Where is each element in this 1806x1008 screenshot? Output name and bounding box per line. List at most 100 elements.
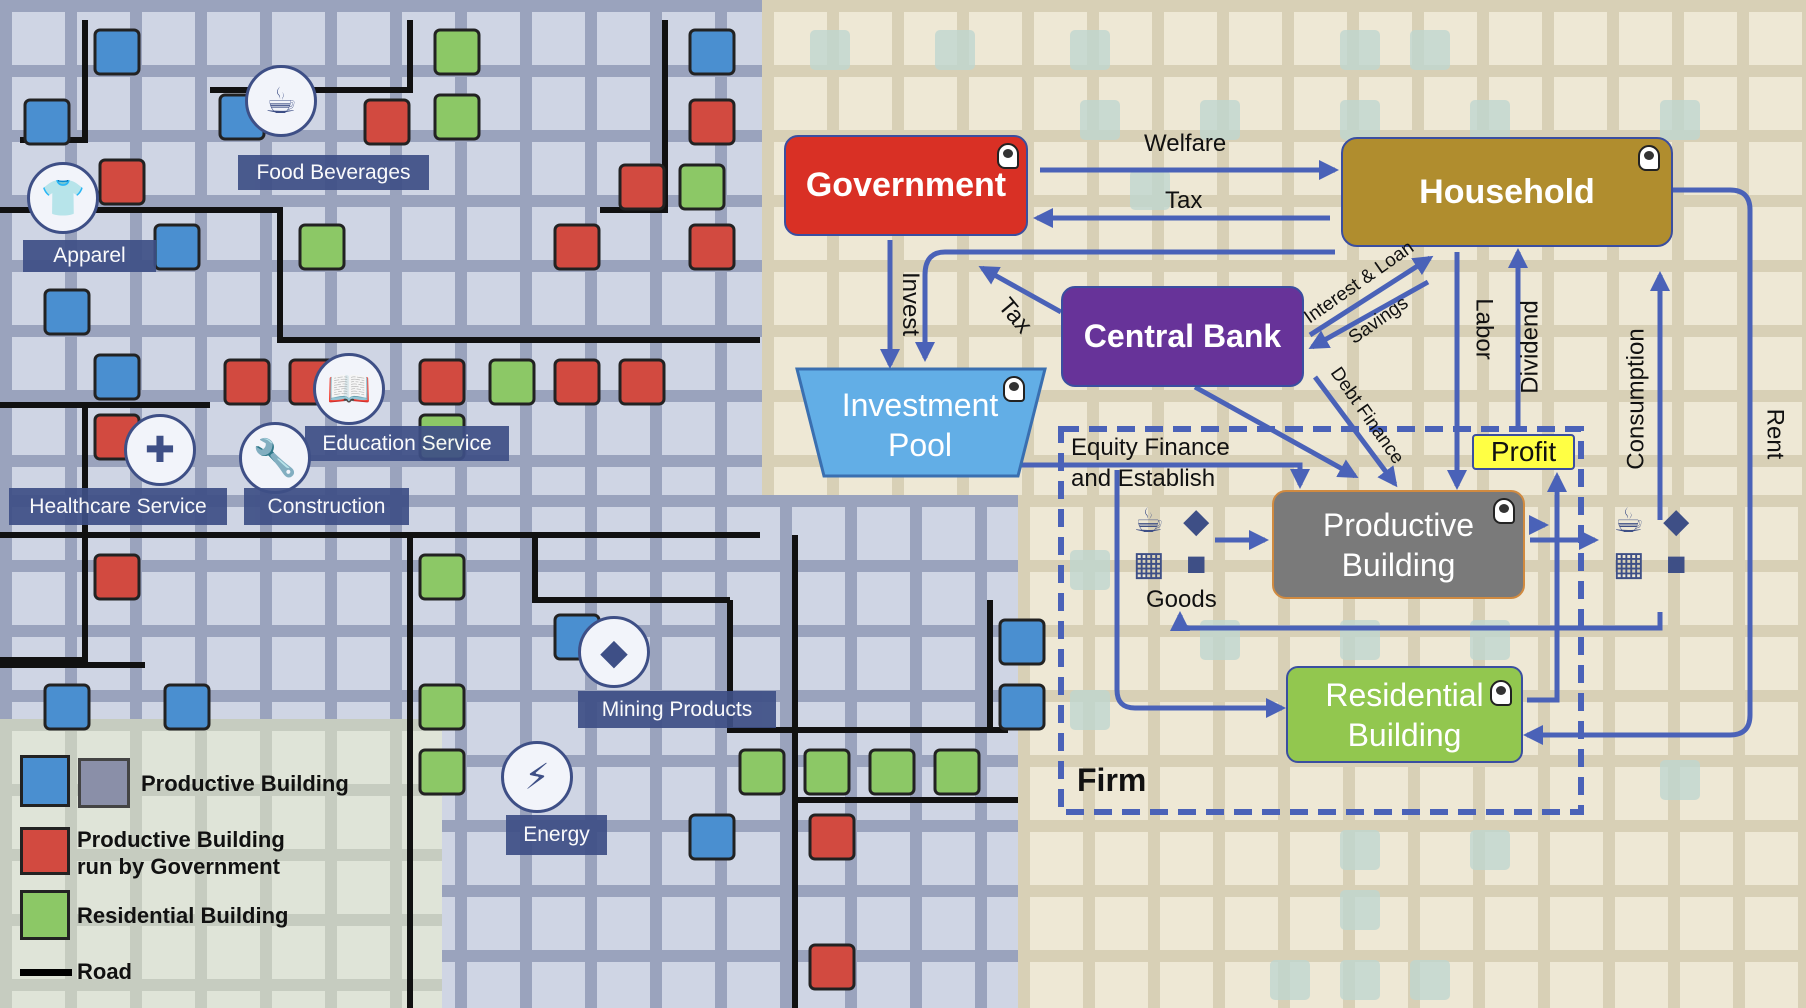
diamond-icon: ◆ bbox=[1183, 502, 1210, 540]
investment-pool-shape[interactable] bbox=[795, 367, 1047, 478]
goods-output-icons: ☕◆▦■ bbox=[1605, 500, 1700, 585]
apparel-label[interactable]: Apparel bbox=[23, 240, 156, 272]
firm-label: Firm bbox=[1077, 762, 1147, 798]
faded-building-icon bbox=[1070, 30, 1110, 70]
shirt-icon: ■ bbox=[1185, 544, 1207, 583]
legend-road-line bbox=[20, 969, 72, 976]
government-node[interactable]: Government bbox=[784, 135, 1028, 236]
food-icon: ☕ bbox=[1133, 502, 1164, 540]
building-icon bbox=[223, 358, 271, 406]
legend-residential-building: Residential Building bbox=[77, 903, 289, 928]
building-icon bbox=[803, 748, 851, 796]
legend-gov-line-1: Productive Building bbox=[77, 827, 285, 852]
building-icon bbox=[553, 358, 601, 406]
building-icon bbox=[553, 223, 601, 271]
residential-building-agent-icon bbox=[1490, 680, 1512, 706]
legend-productive-building-icon bbox=[20, 755, 70, 807]
building-icon bbox=[998, 618, 1046, 666]
legend-productive-building-gov: Productive Building run by Government bbox=[77, 826, 285, 880]
profit-label: Profit bbox=[1490, 436, 1557, 467]
building-icon bbox=[998, 683, 1046, 731]
invest-label: Invest bbox=[897, 271, 925, 337]
shirt-icon: ■ bbox=[1665, 544, 1687, 583]
productive-building-node[interactable]: Productive Building bbox=[1272, 490, 1525, 599]
investment-pool-label-2: Pool bbox=[887, 427, 953, 463]
goods-label: Goods bbox=[1146, 586, 1217, 613]
road bbox=[727, 600, 1008, 733]
energy-label[interactable]: Energy bbox=[506, 815, 607, 855]
energy-icon[interactable]: ⚡ bbox=[501, 741, 573, 813]
food-beverages-label[interactable]: Food Beverages bbox=[238, 155, 429, 190]
legend-panel bbox=[0, 719, 442, 1008]
residential-building-node[interactable]: Residential Building bbox=[1286, 666, 1523, 763]
healthcare-service-icon[interactable]: ✚ bbox=[124, 414, 196, 486]
faded-building-icon bbox=[1130, 170, 1170, 210]
road bbox=[0, 207, 760, 343]
legend-productive-building: Productive Building bbox=[141, 771, 349, 796]
rent-arrow bbox=[1523, 187, 1753, 745]
building-icon bbox=[808, 943, 856, 991]
firm-residential-arrow bbox=[1114, 470, 1286, 718]
road bbox=[532, 535, 730, 603]
faded-building-icon bbox=[1270, 960, 1310, 1000]
faded-building-icon bbox=[810, 30, 850, 70]
building-icon bbox=[98, 158, 146, 206]
healthcare-service-label[interactable]: Healthcare Service bbox=[9, 488, 227, 525]
productive-building-label-2: Building bbox=[1341, 546, 1456, 583]
mining-products-label[interactable]: Mining Products bbox=[578, 691, 776, 728]
firm-boundary bbox=[1058, 426, 1584, 815]
faded-building-icon bbox=[1340, 830, 1380, 870]
building-icon bbox=[43, 288, 91, 336]
building-icon bbox=[418, 683, 466, 731]
food-icon: ☕ bbox=[1613, 502, 1644, 540]
equity-finance-arrow bbox=[1018, 462, 1310, 489]
faded-building-icon bbox=[1470, 830, 1510, 870]
faded-building-icon bbox=[1340, 30, 1380, 70]
education-service-icon[interactable]: 📖 bbox=[313, 353, 385, 425]
central-bank-node[interactable]: Central Bank bbox=[1061, 286, 1304, 387]
faded-building-icon bbox=[1200, 100, 1240, 140]
food-beverages-icon[interactable]: ☕ bbox=[245, 65, 317, 137]
book-icon: ▦ bbox=[1132, 544, 1165, 583]
building-icon bbox=[688, 28, 736, 76]
building-icon bbox=[433, 93, 481, 141]
welfare-label: Welfare bbox=[1144, 130, 1227, 157]
faded-building-icon bbox=[1660, 760, 1700, 800]
equity-finance-line-2: and Establish bbox=[1071, 465, 1216, 492]
building-icon bbox=[688, 813, 736, 861]
faded-building-icon bbox=[1340, 100, 1380, 140]
profit-node[interactable]: Profit bbox=[1472, 434, 1575, 470]
book-icon: ▦ bbox=[1612, 544, 1645, 583]
building-icon bbox=[808, 813, 856, 861]
residential-building-label-1: Residential bbox=[1325, 676, 1484, 713]
building-icon bbox=[433, 28, 481, 76]
profit-arrow bbox=[1527, 472, 1567, 703]
investment-pool-node[interactable]: Investment Pool bbox=[820, 380, 1020, 470]
government-label: Government bbox=[805, 166, 1007, 204]
building-icon bbox=[23, 98, 71, 146]
interest-loan-arrow bbox=[1308, 255, 1434, 338]
rent-label: Rent bbox=[1761, 408, 1789, 460]
building-icon bbox=[678, 163, 726, 211]
mining-products-icon[interactable]: ◆ bbox=[578, 616, 650, 688]
road bbox=[600, 20, 668, 213]
household-invest-arrow bbox=[915, 249, 1335, 362]
education-service-label[interactable]: Education Service bbox=[305, 426, 509, 461]
household-node[interactable]: Household bbox=[1341, 137, 1673, 247]
faded-building-icon bbox=[1070, 550, 1110, 590]
residential-building-label-2: Building bbox=[1347, 716, 1462, 753]
faded-building-icon bbox=[1070, 690, 1110, 730]
bank-tax-arrow bbox=[978, 265, 1063, 315]
building-icon bbox=[688, 223, 736, 271]
government-agent-icon bbox=[997, 143, 1019, 169]
construction-label[interactable]: Construction bbox=[244, 488, 409, 525]
tax-label: Tax bbox=[1165, 187, 1203, 214]
labor-label: Labor bbox=[1470, 298, 1498, 360]
goods-return-arrow bbox=[1170, 611, 1663, 632]
apparel-icon[interactable]: 👕 bbox=[27, 162, 99, 234]
building-icon bbox=[688, 98, 736, 146]
faded-building-icon bbox=[1340, 960, 1380, 1000]
faded-building-icon bbox=[935, 30, 975, 70]
investment-pool-agent-icon bbox=[1003, 376, 1025, 402]
building-icon bbox=[418, 748, 466, 796]
